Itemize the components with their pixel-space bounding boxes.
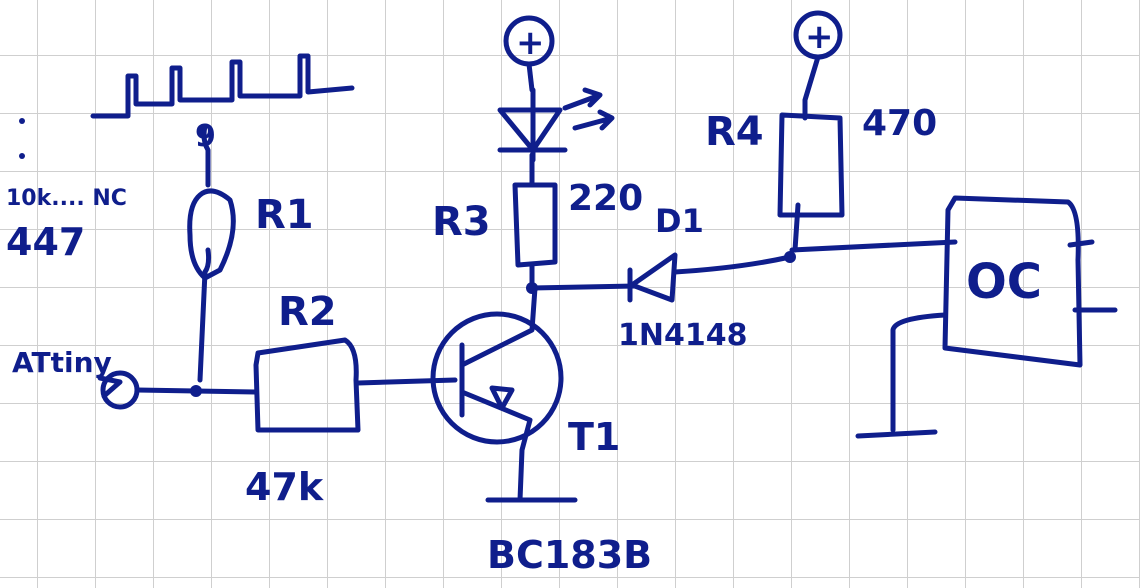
t1-part-label: BC183B [487,533,652,577]
led-body [497,87,568,163]
mcu-pin-label: ATtiny [12,346,112,379]
wire-r2-base [355,377,458,386]
wire-collector-d1 [529,283,638,291]
r1-label: R1 [255,192,314,238]
junction-node [784,251,796,263]
r1-wiper-lead [201,123,211,188]
r3-label: R3 [432,199,491,245]
r1-value-label: 447 [6,220,85,264]
led-emission-arrows [562,87,615,131]
r2-value-label: 47k [245,465,324,509]
r4-label: R4 [705,109,764,155]
r1-range-label: 10k.... NC [6,186,127,211]
wire-r4-oc [789,239,958,253]
t1-label: T1 [568,415,620,459]
r2-label: R2 [278,289,337,335]
t1-emitter [459,389,533,503]
r4-lead-bottom [792,202,801,253]
t1-emitter-arrow [489,385,515,411]
r2-body [253,337,361,433]
optocoupler-label: OC [966,254,1042,310]
r4-body [777,112,845,218]
r3-value-label: 220 [568,178,643,219]
r4-lead-top [802,54,821,121]
supply-plus-led: + [516,23,545,63]
junction-node [190,385,202,397]
ground-line-oc [855,429,938,439]
r1-lead-bottom [197,247,212,383]
wire-d1-r4 [672,254,793,275]
attiny-pin-mark [97,375,123,399]
t1-collector [459,285,538,368]
pulse-waveform [90,53,355,119]
supply-plus-r4: + [805,17,834,57]
d1-label: D1 [655,202,704,240]
r3-body [512,182,558,268]
t1-body [430,311,564,445]
d1-body [627,252,678,303]
oc-pin-top-right [1067,239,1095,248]
oc-ground-lead [890,312,948,433]
oc-body [942,195,1083,368]
d1-part-label: 1N4148 [618,318,747,353]
ellipsis-dot [19,153,25,159]
supply-lead-led [526,61,535,93]
pin-number-9: 9 [195,119,216,154]
r4-value-label: 470 [862,103,937,144]
r1-body [187,188,236,281]
ellipsis-dot [19,118,25,124]
